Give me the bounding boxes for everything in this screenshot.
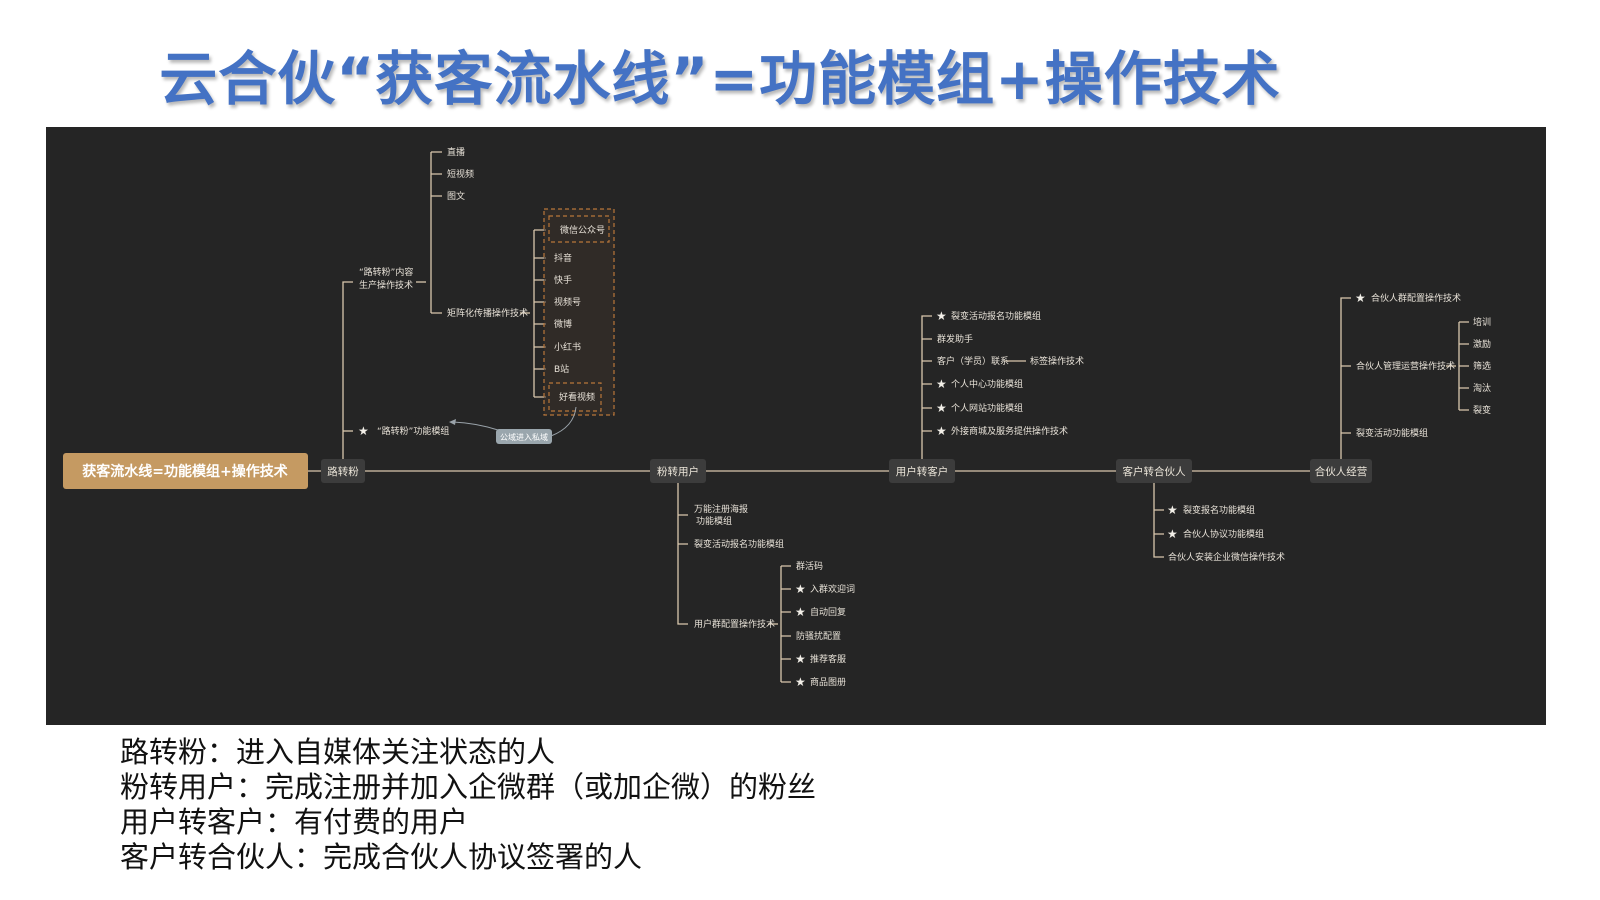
manage-jili: 激励: [1473, 338, 1491, 350]
platform-bzhan: B站: [554, 363, 569, 375]
star-icon: ★: [795, 652, 806, 666]
fenzhuan-branches: [678, 514, 688, 545]
bubble-arrowhead: [449, 419, 456, 425]
root-node-label: 获客流水线=功能模组+操作技术: [82, 463, 287, 480]
fenzhuan-connector: [677, 483, 688, 625]
partner-item-liebian: 裂变报名功能模组: [1183, 504, 1255, 516]
star-icon: ★: [936, 401, 947, 415]
hub-hehuorenjingying[interactable]: [1310, 459, 1372, 483]
hub-hehuorenjingying-label: 合伙人经营: [1315, 465, 1368, 478]
manage-liebian: 裂变: [1473, 404, 1491, 416]
hub-fenzhuanyonghu-label: 粉转用户: [657, 465, 699, 478]
platform-xiaohongshu: 小红书: [554, 341, 581, 353]
wechat-highlight-frame: [548, 215, 610, 243]
star-icon: ★: [795, 675, 806, 689]
hub-yonghuzhuankehu-label: 用户转客户: [896, 465, 949, 478]
group-catalog: 商品图册: [810, 676, 846, 688]
manage-shaixuan: 筛选: [1473, 360, 1491, 372]
star-icon: ★: [936, 377, 947, 391]
star-icon: ★: [1167, 503, 1178, 517]
star-icon: ★: [1167, 527, 1178, 541]
kehu-item-website: 个人网站功能模组: [951, 402, 1023, 414]
root-node[interactable]: [63, 453, 308, 489]
manage-taotai: 淘汰: [1473, 382, 1491, 394]
bubble-arrow-left: [452, 421, 499, 431]
manage-peixun: 培训: [1473, 316, 1491, 328]
kehu-item-lianxi: 客户（学员）联系: [937, 355, 1009, 367]
kehu-item-liebian: 裂变活动报名功能模组: [951, 310, 1041, 322]
hub-luzhuanfen[interactable]: [321, 459, 365, 483]
platform-shipinhao: 视频号: [554, 296, 581, 308]
fenzhuan-item-module: 功能模组: [696, 515, 732, 527]
jingying-item-group: 合伙人群配置操作技术: [1371, 292, 1461, 304]
bubble-arrow-right: [550, 406, 577, 437]
hub-luzhuanfen-label: 路转粉: [327, 465, 359, 478]
star-icon: ★: [936, 309, 947, 323]
kehu-item-biaoqian: 标签操作技术: [1030, 355, 1084, 367]
group-antispam: 防骚扰配置: [796, 630, 841, 642]
group-autoreply: 自动回复: [810, 606, 846, 618]
star-icon: ★: [795, 582, 806, 596]
content-branches: [431, 151, 442, 314]
fenzhuan-item-group: 用户群配置操作技术: [694, 618, 775, 630]
kehu-branches: [922, 338, 932, 432]
kehu-item-qunfa: 群发助手: [937, 333, 973, 345]
definition-luzhuanfen: 路转粉：进入自媒体关注状态的人: [120, 735, 556, 769]
hub-yonghuzhuankehu[interactable]: [889, 459, 955, 483]
mindmap-svg: “路转粉”内容 生产操作技术 直播 短视频 图文 矩阵化传播操作技术 微信公众号…: [63, 146, 1491, 689]
hub-kehuzhuanhehuoren[interactable]: [1116, 459, 1192, 483]
platform-haokan: 好看视频: [559, 391, 595, 403]
platform-highlight-frame: [543, 208, 615, 416]
partner-item-agreement: 合伙人协议功能模组: [1183, 528, 1264, 540]
fenzhuan-item-poster: 万能注册海报: [694, 503, 748, 515]
partner-connector: [1153, 483, 1164, 558]
group-service: 推荐客服: [810, 653, 846, 665]
platform-branches: [534, 229, 546, 398]
definition-kehuzhuanhehuoren: 客户转合伙人：完成合伙人协议签署的人: [120, 840, 643, 874]
content-label-line2: 生产操作技术: [359, 279, 413, 291]
jingying-item-manage: 合伙人管理运营操作技术: [1356, 360, 1455, 372]
group-huoma: 群活码: [796, 560, 823, 572]
group-welcome: 入群欢迎词: [810, 583, 855, 595]
star-icon: ★: [795, 605, 806, 619]
jingying-item-liebian: 裂变活动功能模组: [1356, 427, 1428, 439]
partner-branches: [1154, 509, 1164, 535]
platform-weibo: 微博: [554, 318, 572, 330]
item-zhibo: 直播: [447, 146, 465, 158]
bubble-label: 公域进入私域: [500, 432, 548, 442]
definition-yonghuzhuankehu: 用户转客户：有付费的用户: [120, 805, 469, 839]
slide-title: 云合伙“获客流水线”=功能模组+操作技术: [159, 45, 1281, 113]
partner-item-qiwei: 合伙人安装企业微信操作技术: [1168, 551, 1285, 563]
hub-fenzhuanyonghu[interactable]: [650, 459, 706, 483]
content-label-line1: “路转粉”内容: [359, 266, 413, 278]
item-tuwen: 图文: [447, 190, 465, 202]
jingying-branches: [1341, 365, 1351, 434]
star-icon: ★: [358, 424, 369, 438]
jingying-connector: [1340, 297, 1351, 459]
star-icon: ★: [1355, 291, 1366, 305]
mindmap-canvas: “路转粉”内容 生产操作技术 直播 短视频 图文 矩阵化传播操作技术 微信公众号…: [46, 127, 1546, 725]
manage-branches: [1459, 321, 1469, 411]
kehu-connector: [921, 315, 932, 459]
definition-fenzhuanyonghu: 粉转用户：完成注册并加入企微群（或加企微）的粉丝: [120, 770, 817, 804]
group-branches: [781, 565, 791, 683]
platform-kuaishou: 快手: [554, 274, 572, 286]
platform-weixin: 微信公众号: [560, 224, 605, 236]
platform-douyin: 抖音: [554, 252, 572, 264]
bubble-box: [496, 429, 552, 444]
luzhuanfen-module-label: “路转粉”功能模组: [377, 425, 449, 437]
kehu-item-center: 个人中心功能模组: [951, 378, 1023, 390]
star-icon: ★: [936, 424, 947, 438]
hub-kehuzhuanhehuoren-label: 客户转合伙人: [1123, 465, 1186, 478]
kehu-item-mall: 外接商城及服务提供操作技术: [951, 425, 1068, 437]
luzhuanfen-up-connector: [342, 281, 353, 459]
fenzhuan-item-liebian: 裂变活动报名功能模组: [694, 538, 784, 550]
item-duanshipin: 短视频: [447, 168, 474, 180]
definitions-list: 路转粉：进入自媒体关注状态的人 粉转用户：完成注册并加入企微群（或加企微）的粉丝…: [120, 735, 816, 875]
matrix-label: 矩阵化传播操作技术: [447, 307, 528, 319]
